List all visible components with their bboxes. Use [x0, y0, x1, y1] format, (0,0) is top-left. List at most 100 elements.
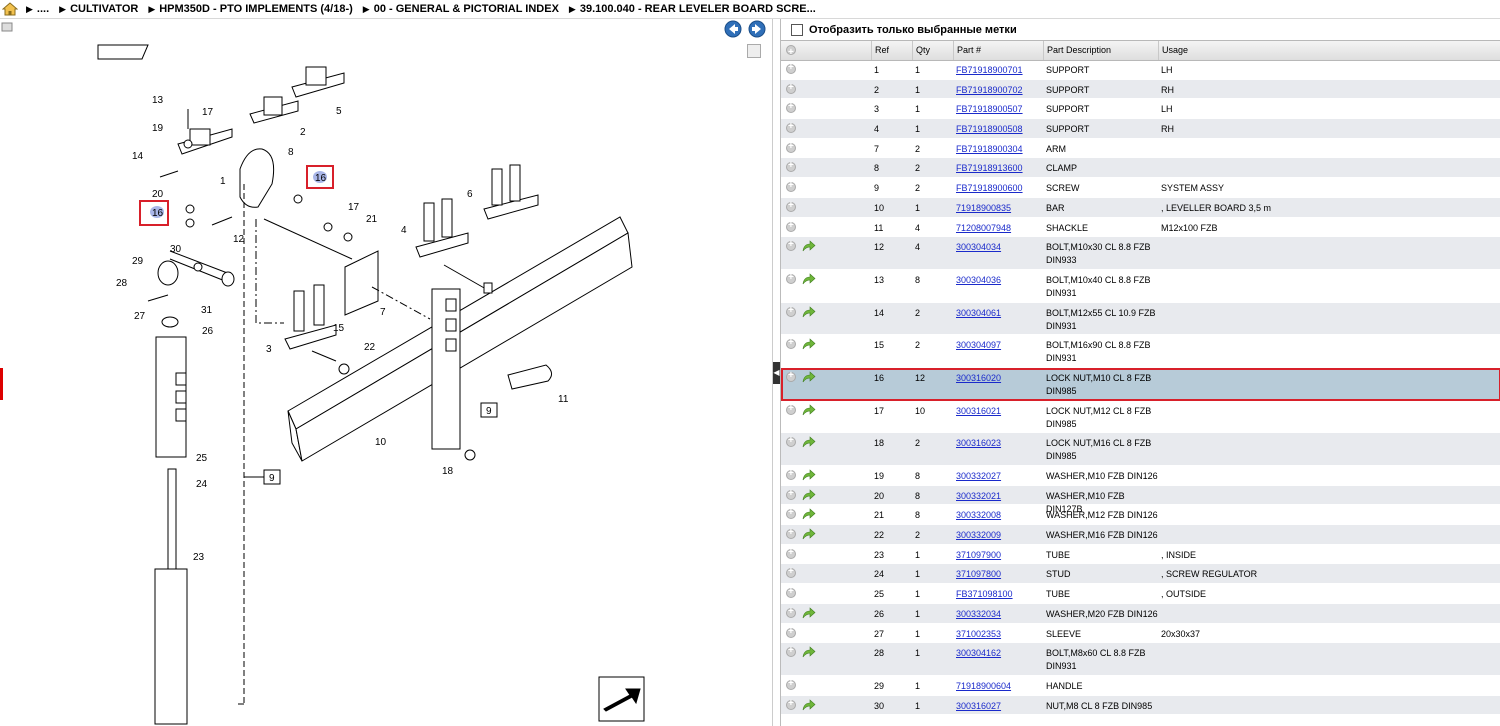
callout-31[interactable]: 31	[201, 305, 213, 316]
expand-icon[interactable]	[786, 141, 796, 153]
callout-5[interactable]: 5	[336, 106, 342, 117]
callout-15[interactable]: 15	[333, 323, 345, 334]
cell-part-number-link[interactable]: FB71918900600	[956, 183, 1023, 194]
cell-part-number-link[interactable]: 71918900835	[956, 202, 1012, 213]
expand-icon[interactable]	[786, 82, 796, 94]
cell-part-number-link[interactable]: 300332034	[956, 608, 1002, 619]
callout-23[interactable]: 23	[193, 552, 205, 563]
green-arrow-icon[interactable]	[802, 305, 816, 318]
cell-part-number-link[interactable]: FB71918900507	[956, 104, 1023, 115]
cell-part-number-link[interactable]: 71918900604	[956, 680, 1012, 691]
expand-icon[interactable]	[786, 606, 796, 618]
cell-part-number-link[interactable]: 300304097	[956, 340, 1002, 351]
diagram-panel[interactable]: 13 19 17 14 1 2 5 8 20 16 16 12 17 21 6 …	[0, 19, 772, 726]
callout-6[interactable]: 6	[467, 189, 473, 200]
cell-part-number-link[interactable]: 300332009	[956, 530, 1002, 541]
expand-icon[interactable]	[786, 200, 796, 212]
header-ref[interactable]: Ref	[871, 41, 912, 60]
green-arrow-icon[interactable]	[802, 607, 816, 619]
callout-3[interactable]: 3	[266, 344, 272, 355]
expand-icon[interactable]	[786, 488, 796, 500]
expand-icon[interactable]	[786, 566, 796, 579]
green-arrow-icon[interactable]	[802, 508, 816, 520]
expand-icon[interactable]	[786, 121, 796, 134]
expand-icon[interactable]	[786, 678, 796, 690]
expand-icon[interactable]	[786, 62, 796, 74]
breadcrumb-item-current[interactable]: 39.100.040 - REAR LEVELER BOARD SCRE...	[579, 3, 816, 15]
expand-icon[interactable]	[786, 403, 796, 415]
cell-part-number-link[interactable]: 371002353	[956, 628, 1002, 639]
breadcrumb-item-model[interactable]: HPM350D - PTO IMPLEMENTS (4/18-)	[159, 3, 353, 15]
green-arrow-icon[interactable]	[802, 273, 816, 285]
cell-part-number-link[interactable]: 300316021	[956, 405, 1002, 416]
callout-1[interactable]: 1	[220, 176, 226, 187]
cell-part-number-link[interactable]: 300332008	[956, 510, 1002, 521]
header-qty[interactable]: Qty	[912, 41, 953, 60]
header-part-number[interactable]: Part #	[953, 41, 1043, 60]
callout-26[interactable]: 26	[202, 326, 214, 337]
callout-14[interactable]: 14	[132, 151, 144, 162]
callout-8[interactable]: 8	[288, 147, 294, 158]
show-selected-checkbox[interactable]	[791, 24, 803, 36]
callout-27[interactable]: 27	[134, 311, 146, 322]
cell-part-number-link[interactable]: 300316020	[956, 372, 1002, 383]
callout-30[interactable]: 30	[170, 244, 182, 255]
expand-icon[interactable]	[786, 698, 796, 710]
expand-icon[interactable]	[786, 370, 796, 382]
breadcrumb-item-cultivator[interactable]: CULTIVATOR	[70, 3, 139, 15]
cell-part-number-link[interactable]: 300316023	[956, 438, 1002, 449]
callout-22[interactable]: 22	[364, 342, 376, 353]
expand-icon[interactable]	[786, 468, 796, 480]
cell-part-number-link[interactable]: 300304034	[956, 242, 1002, 253]
expand-icon[interactable]	[786, 101, 796, 114]
header-part-description[interactable]: Part Description	[1043, 41, 1158, 60]
breadcrumb-item-ellipsis[interactable]: ....	[36, 3, 50, 15]
callout-2[interactable]: 2	[300, 127, 306, 138]
expand-icon[interactable]	[786, 507, 796, 520]
cell-part-number-link[interactable]: FB71918900702	[956, 84, 1023, 95]
cell-part-number-link[interactable]: 300316027	[956, 700, 1002, 711]
cell-part-number-link[interactable]: FB71918900701	[956, 65, 1023, 75]
callout-20[interactable]: 20	[152, 189, 164, 200]
expand-icon[interactable]	[786, 239, 796, 252]
callout-19[interactable]: 19	[152, 123, 164, 134]
callout-21[interactable]: 21	[366, 214, 378, 225]
callout-24[interactable]: 24	[196, 479, 208, 490]
callout-17b[interactable]: 17	[348, 202, 360, 213]
cell-part-number-link[interactable]: 300304036	[956, 274, 1002, 285]
expand-icon[interactable]	[786, 180, 796, 193]
callout-28[interactable]: 28	[116, 278, 128, 289]
cell-part-number-link[interactable]: FB71918900304	[956, 143, 1023, 154]
callout-29[interactable]: 29	[132, 256, 144, 267]
expand-icon[interactable]	[786, 527, 796, 540]
callout-13[interactable]: 13	[152, 95, 164, 106]
cell-part-number-link[interactable]: 300332027	[956, 471, 1002, 481]
cell-part-number-link[interactable]: 300332021	[956, 490, 1002, 501]
expand-icon[interactable]	[786, 645, 796, 658]
callout-16-right[interactable]: 16	[315, 173, 327, 184]
callout-11[interactable]: 11	[558, 394, 569, 405]
expand-icon[interactable]	[786, 160, 796, 173]
show-selected-label[interactable]: Отобразить только выбранные метки	[809, 24, 1017, 36]
green-arrow-icon[interactable]	[802, 403, 816, 416]
green-arrow-icon[interactable]	[802, 528, 816, 540]
